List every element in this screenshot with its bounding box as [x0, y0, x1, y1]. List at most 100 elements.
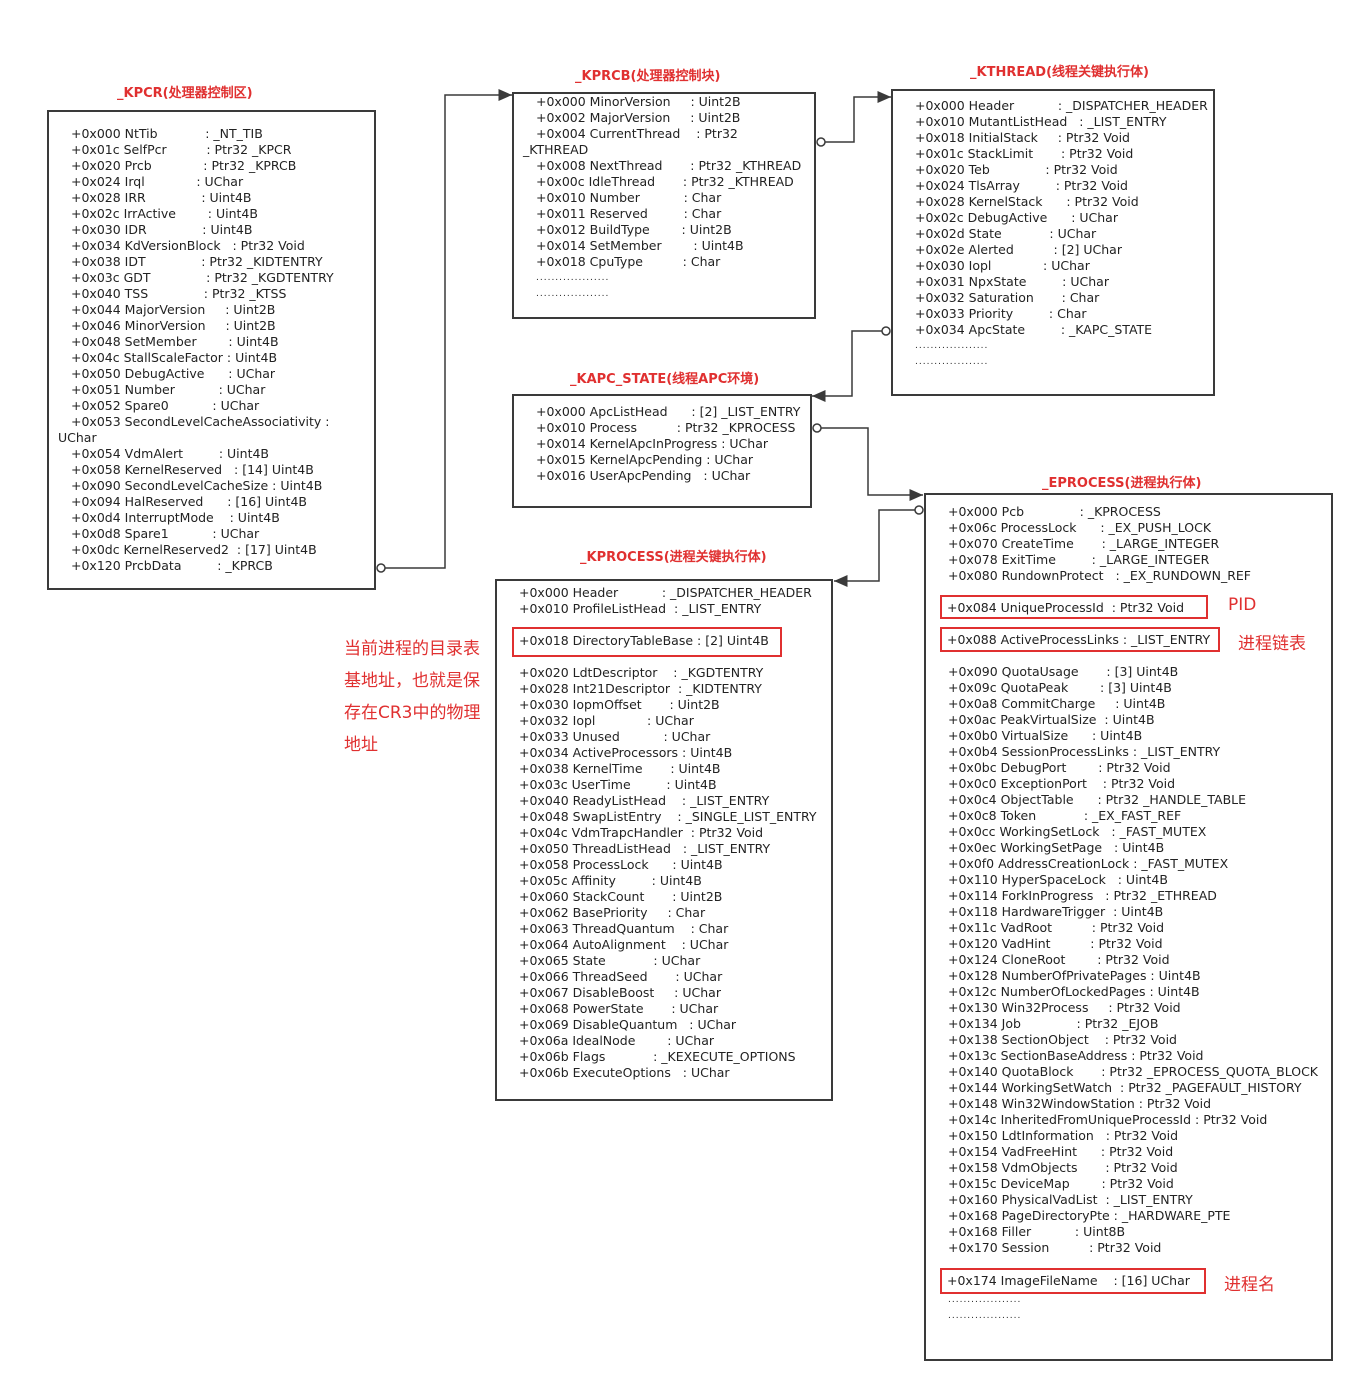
kprocess-field: +0x068 PowerState : UChar	[519, 1001, 719, 1016]
kthread-box	[891, 89, 1215, 396]
kapc-state-field: +0x010 Process : Ptr32 _KPROCESS	[536, 420, 796, 435]
eprocess-field-list-top: +0x000 Pcb : _KPROCESS+0x06c ProcessLock…	[948, 504, 1251, 584]
eprocess-field: +0x124 CloneRoot : Ptr32 Void	[948, 952, 1170, 967]
eprocess-field: +0x120 VadHint : Ptr32 Void	[948, 936, 1163, 951]
eprocess-field: +0x11c VadRoot : Ptr32 Void	[948, 920, 1165, 935]
kapc-state-title: _KAPC_STATE(线程APC环境)	[570, 372, 760, 387]
kthread-field: +0x018 InitialStack : Ptr32 Void	[915, 130, 1130, 145]
eprocess-field: +0x000 Pcb : _KPROCESS	[948, 504, 1161, 519]
kpcr-field: +0x120 PrcbData : _KPRCB	[71, 558, 273, 573]
kprocess-field: +0x032 Iopl : UChar	[519, 713, 694, 728]
kpcr-field: +0x054 VdmAlert : Uint4B	[71, 446, 269, 461]
eprocess-ellipsis: ......................................	[948, 1292, 1021, 1324]
eprocess-field: +0x0f0 AddressCreationLock : _FAST_MUTEX	[948, 856, 1229, 871]
kpcr-field: +0x0d8 Spare1 : UChar	[71, 526, 260, 541]
kthread-field: +0x02c DebugActive : UChar	[915, 210, 1118, 225]
kpcr-field: +0x034 KdVersionBlock : Ptr32 Void	[71, 238, 305, 253]
kprocess-field: +0x058 ProcessLock : Uint4B	[519, 857, 723, 872]
kpcr-field: +0x03c GDT : Ptr32 _KGDTENTRY	[71, 270, 334, 285]
eprocess-field: +0x080 RundownProtect : _EX_RUNDOWN_REF	[948, 568, 1251, 583]
kprcb-field: +0x011 Reserved : Char	[536, 206, 722, 221]
kprocess-field-list-top: +0x000 Header : _DISPATCHER_HEADER+0x010…	[519, 585, 812, 617]
kthread-field: +0x02e Alerted : [2] UChar	[915, 242, 1122, 257]
kapc-state-field: +0x015 KernelApcPending : UChar	[536, 452, 754, 467]
kprcb-field: +0x008 NextThread : Ptr32 _KTHREAD	[536, 158, 802, 173]
ellipsis-line: ...................	[915, 341, 989, 351]
eprocess-field: +0x12c NumberOfLockedPages : Uint4B	[948, 984, 1200, 999]
kprocess-field: +0x033 Unused : UChar	[519, 729, 711, 744]
process-list-label: 进程链表	[1238, 634, 1306, 654]
eprocess-field: +0x134 Job : Ptr32 _EJOB	[948, 1016, 1159, 1031]
kprocess-field-list-bottom: +0x020 LdtDescriptor : _KGDTENTRY+0x028 …	[519, 665, 817, 1081]
kpcr-box	[47, 110, 376, 590]
ellipsis-line: ...................	[948, 1295, 1022, 1305]
kapc-state-field-list: +0x000 ApcListHead : [2] _LIST_ENTRY+0x0…	[536, 404, 800, 484]
kpcr-field: +0x048 SetMember : Uint4B	[71, 334, 279, 349]
kpcr-field: +0x052 Spare0 : UChar	[71, 398, 260, 413]
eprocess-field: +0x0bc DebugPort : Ptr32 Void	[948, 760, 1171, 775]
kthread-field: +0x030 Iopl : UChar	[915, 258, 1090, 273]
kthread-field-list: +0x000 Header : _DISPATCHER_HEADER+0x010…	[915, 98, 1208, 370]
eprocess-field: +0x160 PhysicalVadList : _LIST_ENTRY	[948, 1192, 1193, 1207]
ellipsis-line: ...................	[915, 357, 989, 367]
kpcr-field: +0x053 SecondLevelCacheAssociativity :	[71, 414, 330, 429]
kprocess-field: +0x063 ThreadQuantum : Char	[519, 921, 729, 936]
kpcr-field: +0x024 Irql : UChar	[71, 174, 244, 189]
eprocess-field: +0x148 Win32WindowStation : Ptr32 Void	[948, 1096, 1212, 1111]
eprocess-box	[924, 493, 1333, 1361]
kpcr-field: +0x038 IDT : Ptr32 _KIDTENTRY	[71, 254, 323, 269]
kprocess-field: +0x067 DisableBoost : UChar	[519, 985, 721, 1000]
eprocess-field: +0x128 NumberOfPrivatePages : Uint4B	[948, 968, 1201, 983]
kpcr-field: +0x058 KernelReserved : [14] Uint4B	[71, 462, 314, 477]
kapc-state-field: +0x016 UserApcPending : UChar	[536, 468, 751, 483]
kprcb-field-list: +0x000 MinorVersion : Uint2B+0x002 Major…	[523, 94, 802, 302]
kprocess-field: +0x040 ReadyListHead : _LIST_ENTRY	[519, 793, 770, 808]
eprocess-field: +0x078 ExitTime : _LARGE_INTEGER	[948, 552, 1210, 567]
kapc-state-field: +0x014 KernelApcInProgress : UChar	[536, 436, 768, 451]
arrow-eprocess-to-kprocess	[834, 509, 915, 587]
kprocess-field: +0x06a IdealNode : UChar	[519, 1033, 715, 1048]
kapc-state-field: +0x000 ApcListHead : [2] _LIST_ENTRY	[536, 404, 801, 419]
arrow-kthread-to-kapc	[812, 330, 882, 402]
kpcr-field: +0x094 HalReserved : [16] Uint4B	[71, 494, 307, 509]
eprocess-field: +0x06c ProcessLock : _EX_PUSH_LOCK	[948, 520, 1212, 535]
image-file-name-highlight: +0x174 ImageFileName : [16] UChar	[940, 1268, 1206, 1294]
kprcb-field: +0x002 MajorVersion : Uint2B	[536, 110, 741, 125]
kpcr-field: +0x051 Number : UChar	[71, 382, 266, 397]
eprocess-field: +0x0b0 VirtualSize : Uint4B	[948, 728, 1143, 743]
eprocess-field: +0x0ec WorkingSetPage : Uint4B	[948, 840, 1165, 855]
kthread-field: +0x01c StackLimit : Ptr32 Void	[915, 146, 1134, 161]
eprocess-field: +0x0c8 Token : _EX_FAST_REF	[948, 808, 1182, 823]
kpcr-field-list: +0x000 NtTib : _NT_TIB+0x01c SelfPcr : P…	[58, 126, 334, 574]
process-name-label: 进程名	[1224, 1275, 1275, 1295]
eprocess-field: +0x130 Win32Process : Ptr32 Void	[948, 1000, 1181, 1015]
kprocess-field: +0x03c UserTime : Uint4B	[519, 777, 717, 792]
eprocess-field: +0x118 HardwareTrigger : Uint4B	[948, 904, 1164, 919]
kprcb-field: +0x010 Number : Char	[536, 190, 722, 205]
eprocess-field: +0x0ac PeakVirtualSize : Uint4B	[948, 712, 1155, 727]
unique-process-id-highlight: +0x084 UniqueProcessId : Ptr32 Void	[940, 595, 1208, 619]
kpcr-field: +0x046 MinorVersion : Uint2B	[71, 318, 276, 333]
kprocess-field: +0x064 AutoAlignment : UChar	[519, 937, 729, 952]
pid-label: PID	[1228, 595, 1257, 615]
kprocess-field: +0x034 ActiveProcessors : Uint4B	[519, 745, 733, 760]
kthread-field: +0x010 MutantListHead : _LIST_ENTRY	[915, 114, 1167, 129]
eprocess-field: +0x13c SectionBaseAddress : Ptr32 Void	[948, 1048, 1204, 1063]
eprocess-field: +0x170 Session : Ptr32 Void	[948, 1240, 1162, 1255]
eprocess-field: +0x15c DeviceMap : Ptr32 Void	[948, 1176, 1174, 1191]
kprocess-title: _KPROCESS(进程关键执行体)	[580, 550, 767, 565]
eprocess-field: +0x14c InheritedFromUniqueProcessId : Pt…	[948, 1112, 1268, 1127]
kpcr-field: +0x0dc KernelReserved2 : [17] Uint4B	[71, 542, 317, 557]
kprcb-title: _KPRCB(处理器控制块)	[575, 69, 721, 84]
kthread-field: +0x033 Priority : Char	[915, 306, 1087, 321]
eprocess-title: _EPROCESS(进程执行体)	[1042, 476, 1202, 491]
eprocess-field: +0x0a8 CommitCharge : Uint4B	[948, 696, 1166, 711]
eprocess-field: +0x0b4 SessionProcessLinks : _LIST_ENTRY	[948, 744, 1221, 759]
eprocess-field: +0x150 LdtInformation : Ptr32 Void	[948, 1128, 1179, 1143]
kprocess-box	[495, 579, 833, 1101]
eprocess-field: +0x168 Filler : Uint8B	[948, 1224, 1126, 1239]
kprocess-field: +0x06b Flags : _KEXECUTE_OPTIONS	[519, 1049, 796, 1064]
kpcr-field: +0x020 Prcb : Ptr32 _KPRCB	[71, 158, 297, 173]
arrow-kapc-to-eprocess	[821, 427, 923, 501]
